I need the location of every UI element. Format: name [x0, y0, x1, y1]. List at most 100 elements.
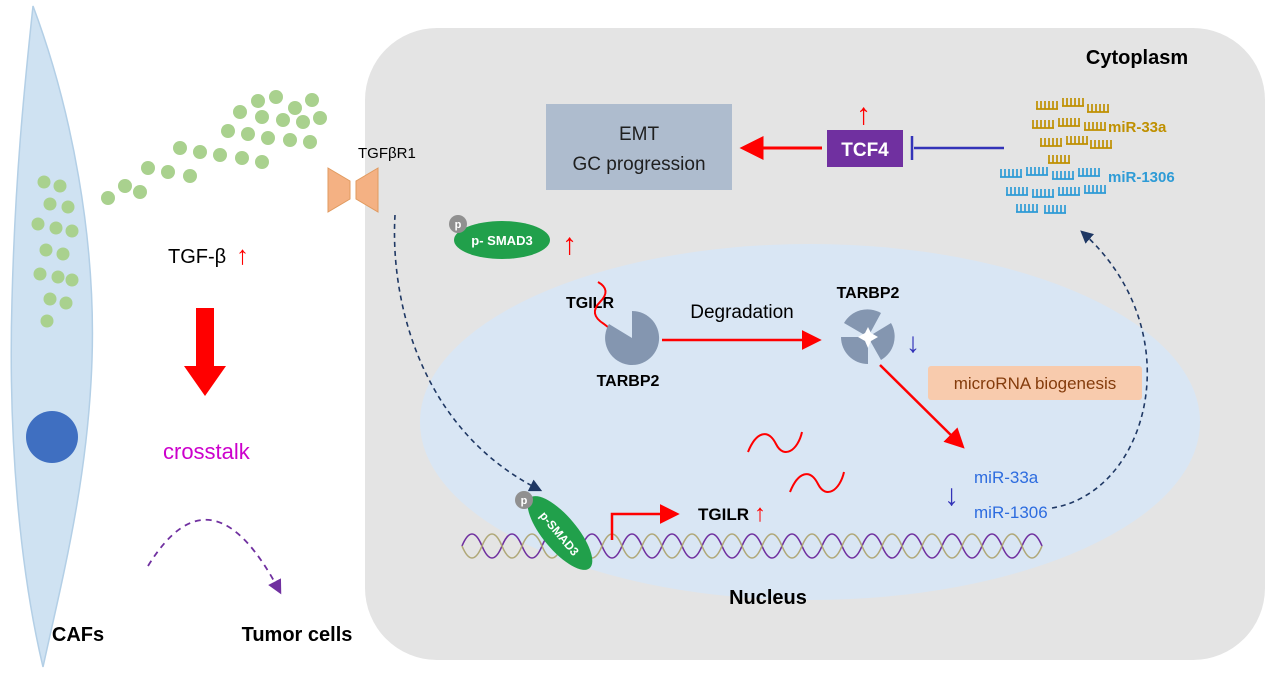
tgf-beta-molecule-dot [233, 105, 247, 119]
mir33a-low-label: miR-33a [974, 468, 1039, 487]
tgf-beta-molecule-dot [53, 179, 67, 193]
tgf-beta-molecule-dot [118, 179, 132, 193]
tcf4-box [827, 130, 903, 167]
p-smad3-up-arrow: ↑ [562, 228, 577, 261]
tgf-beta-molecule-dot [56, 247, 70, 261]
receptor-left-half [327, 167, 351, 213]
tgf-beta-molecules-inside-caf [31, 175, 79, 328]
tgf-beta-molecule-dot [288, 101, 302, 115]
crosstalk-down-arrow [184, 308, 226, 396]
tarbp2-break-star [858, 327, 878, 348]
p-smad3-label: p- SMAD3 [471, 233, 532, 248]
tgfbr1-receptor-icon [327, 167, 379, 213]
degradation-label: Degradation [690, 302, 794, 323]
tgf-beta-molecule-dot [305, 93, 319, 107]
tgf-beta-molecule-dot [193, 145, 207, 159]
tgf-beta-molecule-dot [261, 131, 275, 145]
tarbp2-fragment [841, 337, 868, 364]
phospho-badge-nuclear [515, 491, 533, 509]
tgf-beta-molecule-dot [296, 115, 310, 129]
tgilr-transcript-label: TGILR [698, 505, 749, 524]
tgf-beta-molecule-dot [49, 221, 63, 235]
rna-squiggle [789, 471, 845, 493]
tarbp2-fragment [844, 309, 881, 337]
tgf-beta-molecule-dot [313, 111, 327, 125]
tgf-beta-label: TGF-β [168, 246, 226, 268]
caf-cell-body [10, 5, 94, 668]
tgf-beta-molecule-dot [43, 197, 57, 211]
tgf-beta-molecule-dot [213, 148, 227, 162]
tgf-beta-molecule-dot [235, 151, 249, 165]
tgf-beta-molecule-dot [255, 110, 269, 124]
tgf-beta-molecule-dot [255, 155, 269, 169]
tgf-beta-molecules-secreted [101, 90, 327, 205]
emt-label: EMT [619, 124, 660, 145]
tgf-beta-molecule-dot [65, 273, 79, 287]
caf-nucleus [26, 411, 78, 463]
tgf-beta-molecule-dot [101, 191, 115, 205]
tgf-beta-molecule-dot [241, 127, 255, 141]
p-smad3-cytoplasm: p- SMAD3 p [449, 215, 550, 259]
tarbp2-fragment [868, 323, 895, 360]
cafs-label: CAFs [52, 624, 104, 646]
tgf-beta-molecule-dot [141, 161, 155, 175]
tgf-beta-molecule-dot [173, 141, 187, 155]
crosstalk-label: crosstalk [163, 439, 251, 464]
nucleus-label: Nucleus [729, 587, 807, 609]
tgf-beta-molecule-dot [61, 200, 75, 214]
mir1306-low-label: miR-1306 [974, 503, 1048, 522]
tumor-cells-label: Tumor cells [242, 624, 353, 646]
transcription-arrow [610, 504, 680, 540]
phospho-badge [449, 215, 467, 233]
mir33a-cluster-label: miR-33a [1108, 119, 1167, 136]
tarbp2-degraded-label: TARBP2 [837, 285, 900, 302]
tarbp2-label: TARBP2 [597, 373, 660, 390]
tgf-beta-molecule-dot [39, 243, 53, 257]
tgf-beta-molecule-dot [51, 270, 65, 284]
tgf-beta-molecule-dot [65, 224, 79, 238]
tcf4-up-arrow: ↑ [856, 98, 871, 131]
p-smad3-nuclear-ellipse [527, 496, 593, 570]
microrna-biogenesis-box [928, 366, 1142, 400]
phospho-badge-label: p [455, 219, 462, 231]
tgilr-up-arrow: ↑ [754, 500, 766, 527]
microrna-biogenesis-label: microRNA biogenesis [954, 374, 1117, 393]
tarbp2-down-arrow: ↓ [906, 327, 920, 358]
tgf-beta-molecule-dot [37, 175, 51, 189]
p-smad3-ellipse [454, 221, 550, 259]
tgf-beta-molecule-dot [276, 113, 290, 127]
emt-box [546, 104, 732, 190]
tgf-beta-molecule-dot [303, 135, 317, 149]
tgf-beta-molecule-dot [43, 292, 57, 306]
cytoplasm-label: Cytoplasm [1086, 47, 1188, 69]
tgf-beta-molecule-dot [33, 267, 47, 281]
tgf-beta-molecule-dot [40, 314, 54, 328]
tgf-beta-molecule-dot [59, 296, 73, 310]
tcf4-label: TCF4 [841, 140, 889, 161]
phospho-badge-nuclear-label: p [521, 495, 528, 507]
crosstalk-dashed-arrow [147, 518, 282, 595]
tarbp2-to-mirna-arrow [879, 364, 965, 449]
mirna-down-arrow: ↓ [944, 479, 959, 512]
tgf-beta-molecule-dot [251, 94, 265, 108]
gc-progression-label: GC progression [572, 154, 705, 175]
tgf-beta-molecule-dot [31, 217, 45, 231]
nucleus-region [420, 244, 1200, 600]
tarbp2-protein-icon [605, 310, 660, 365]
tgfbr1-label: TGFβR1 [358, 145, 416, 162]
mirna-export-dashed-arrow [1051, 230, 1149, 509]
tgf-beta-molecule-dot [133, 185, 147, 199]
mir1306-cluster-label: miR-1306 [1108, 169, 1175, 186]
mirna-inhibits-tcf4-bar [910, 136, 1004, 160]
tgf-beta-molecule-dot [161, 165, 175, 179]
tgf-beta-molecule-dot [283, 133, 297, 147]
tarbp2-degraded-icon [841, 309, 895, 364]
tgilr-cytoplasm-label: TGILR [566, 295, 614, 312]
tgf-beta-molecule-dot [221, 124, 235, 138]
rna-squiggle [747, 431, 803, 453]
tgf-beta-molecule-dot [269, 90, 283, 104]
tgf-beta-molecule-dot [183, 169, 197, 183]
tgf-beta-up-arrow: ↑ [236, 240, 249, 270]
